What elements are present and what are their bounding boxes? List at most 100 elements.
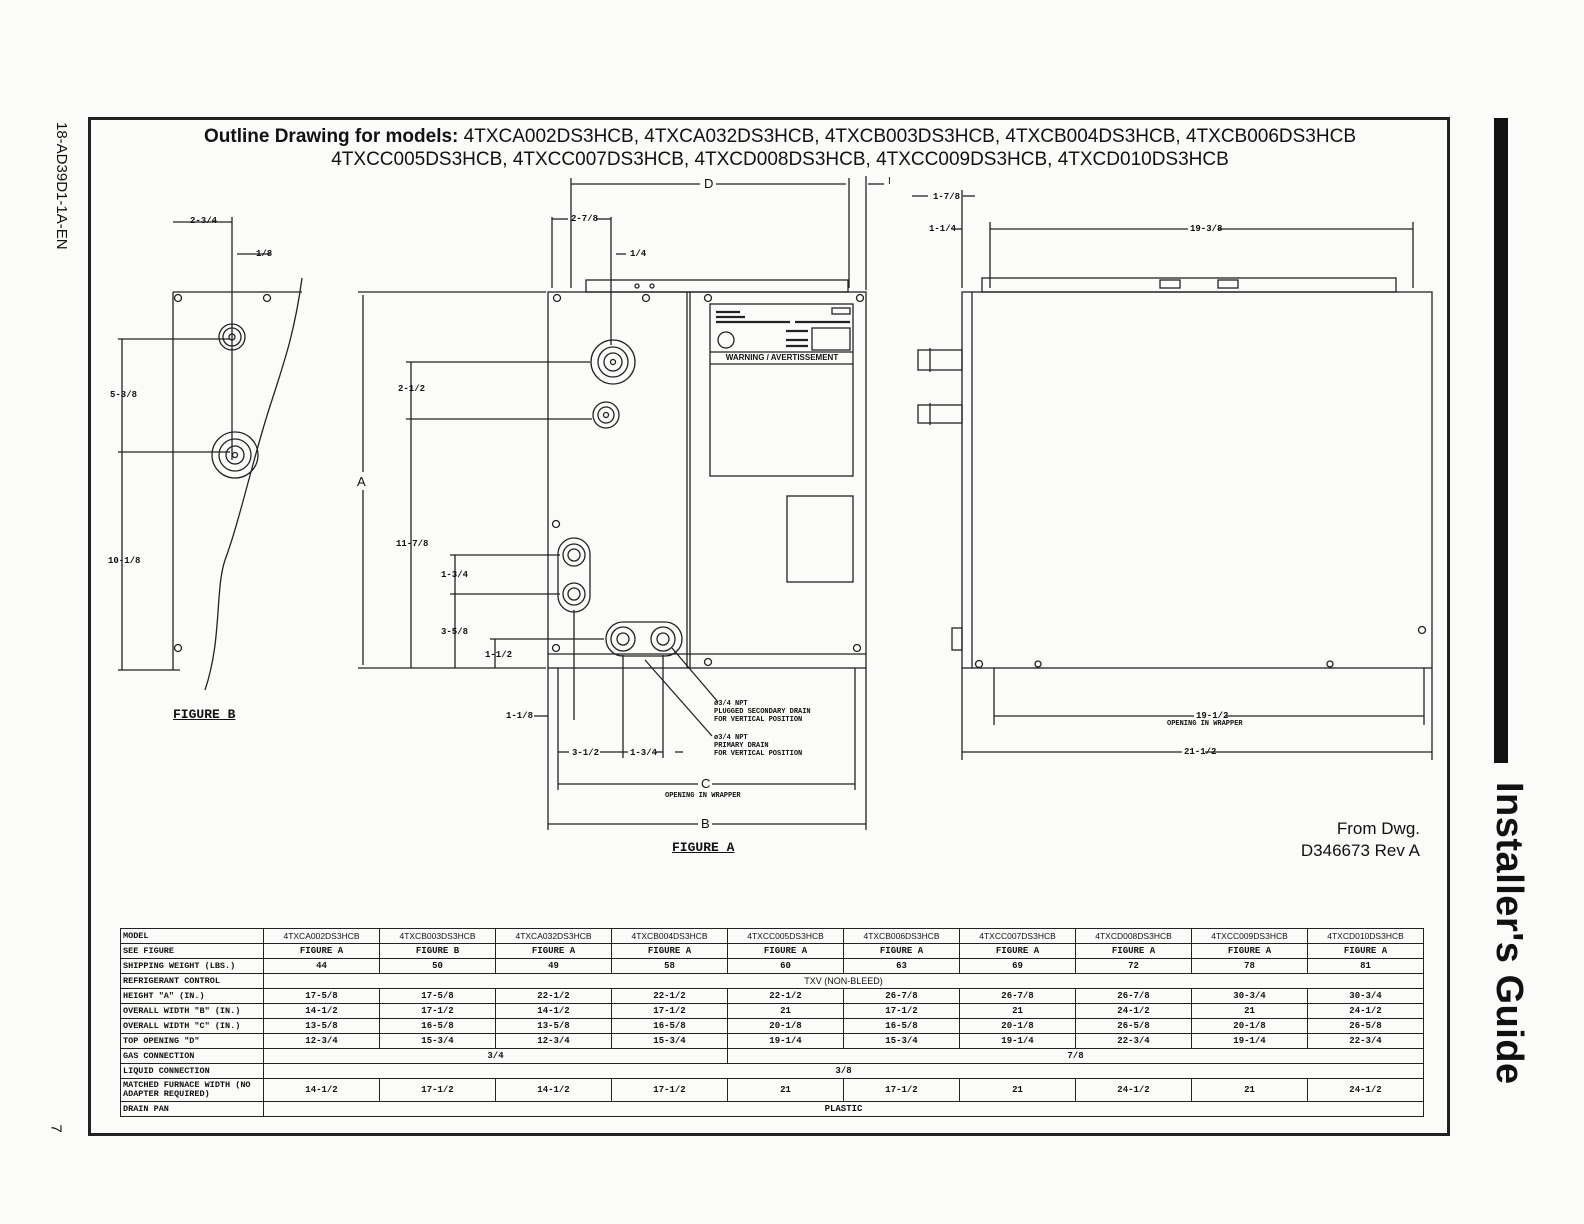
table-cell: FIGURE A [611,943,728,959]
page-title: Outline Drawing for models: 4TXCA002DS3H… [180,125,1380,171]
table-row-see-figure: SEE FIGURE FIGURE A FIGURE B FIGURE A FI… [120,943,1424,959]
model-header: MODEL [120,928,264,944]
table-cell: 17-1/2 [611,1078,728,1102]
table-cell: 26-5/8 [1307,1018,1424,1034]
table-cell: FIGURE A [1307,943,1424,959]
table-cell: 81 [1307,958,1424,974]
dim-21-1-2: 21-1/2 [1184,747,1217,757]
drawing-reference: From Dwg. D346673 Rev A [1270,818,1420,862]
dim-2-7-8: 2-7/8 [571,214,599,224]
model-cell: 4TXCB006DS3HCB [843,928,960,944]
table-cell: 16-5/8 [379,1018,496,1034]
table-cell: 22-1/2 [611,988,728,1004]
model-cell: 4TXCD010DS3HCB [1307,928,1424,944]
table-cell: 3/4 [263,1048,728,1064]
table-row-liquid-connection: LIQUID CONNECTION 3/8 [120,1063,1424,1079]
figure-b-drawing [118,217,303,691]
model-cell: 4TXCB004DS3HCB [611,928,728,944]
table-cell: 13-5/8 [495,1018,612,1034]
row-label: REFRIGERANT CONTROL [120,973,264,989]
table-cell: 16-5/8 [611,1018,728,1034]
row-label: OVERALL WIDTH "C" (IN.) [120,1018,264,1034]
table-row-width-c: OVERALL WIDTH "C" (IN.) 13-5/8 16-5/8 13… [120,1018,1424,1034]
warning-label: WARNING / AVERTISSEMENT [725,353,839,362]
dim-1-8: 1/8 [256,249,273,259]
table-cell: 24-1/2 [1307,1003,1424,1019]
from-dwg-line1: From Dwg. [1336,819,1420,838]
secondary-drain-note: ø3/4 NPT PLUGGED SECONDARY DRAIN FOR VER… [714,700,811,724]
table-cell: 22-3/4 [1075,1033,1192,1049]
table-row-furnace-width: MATCHED FURNACE WIDTH (NO ADAPTER REQUIR… [120,1078,1424,1102]
table-cell: 21 [1191,1078,1308,1102]
table-cell: 24-1/2 [1307,1078,1424,1102]
table-cell: 50 [379,958,496,974]
model-cell: 4TXCC007DS3HCB [959,928,1076,944]
row-label: MATCHED FURNACE WIDTH (NO ADAPTER REQUIR… [120,1078,264,1102]
table-cell: 17-1/2 [379,1003,496,1019]
dim-3-5-8: 3-5/8 [441,627,469,637]
table-cell: FIGURE A [959,943,1076,959]
model-cell: 4TXCD008DS3HCB [1075,928,1192,944]
row-label: OVERALL WIDTH "B" (IN.) [120,1003,264,1019]
model-cell: 4TXCB003DS3HCB [379,928,496,944]
figure-b-label: FIGURE B [173,707,236,722]
table-cell: 21 [1191,1003,1308,1019]
table-cell: 14-1/2 [263,1078,380,1102]
dim-1-1-8: 1-1/8 [506,711,534,721]
from-dwg-line2: D346673 Rev A [1300,841,1420,860]
model-cell: 4TXCC009DS3HCB [1191,928,1308,944]
dim-letter-i: I [888,176,891,187]
figure-a-front-drawing [358,176,884,830]
table-cell: 3/8 [263,1063,1424,1079]
table-cell: 14-1/2 [263,1003,380,1019]
table-cell: FIGURE A [727,943,844,959]
table-cell: 30-3/4 [1191,988,1308,1004]
dim-1-3-4: 1-3/4 [441,570,469,580]
table-cell: 26-7/8 [1075,988,1192,1004]
title-line1: 4TXCA002DS3HCB, 4TXCA032DS3HCB, 4TXCB003… [463,126,1356,147]
table-row-height: HEIGHT "A" (IN.) 17-5/8 17-5/8 22-1/2 22… [120,988,1424,1004]
dim-letter-d: D [704,176,714,191]
table-cell: 69 [959,958,1076,974]
table-cell: 30-3/4 [1307,988,1424,1004]
dim-11-7-8: 11-7/8 [396,539,429,549]
table-cell: 20-1/8 [727,1018,844,1034]
table-cell: FIGURE B [379,943,496,959]
table-cell: 21 [959,1003,1076,1019]
table-cell: 19-1/4 [959,1033,1076,1049]
table-cell: 72 [1075,958,1192,974]
dim-1-1-4: 1-1/4 [929,224,957,234]
model-cell: 4TXCA002DS3HCB [263,928,380,944]
table-cell: 26-7/8 [959,988,1076,1004]
dim-2-1-2: 2-1/2 [398,384,426,394]
table-row-model: MODEL 4TXCA002DS3HCB 4TXCB003DS3HCB 4TXC… [120,928,1424,944]
table-cell: 63 [843,958,960,974]
table-cell: 20-1/8 [1191,1018,1308,1034]
row-label: TOP OPENING "D" [120,1033,264,1049]
table-cell: 22-1/2 [727,988,844,1004]
table-cell: 17-1/2 [611,1003,728,1019]
row-label: HEIGHT "A" (IN.) [120,988,264,1004]
dim-letter-b: B [701,816,710,831]
table-cell: 7/8 [727,1048,1424,1064]
table-cell: 58 [611,958,728,974]
table-cell: 21 [959,1078,1076,1102]
opening-in-wrapper-front: OPENING IN WRAPPER [665,792,741,800]
table-cell: 26-7/8 [843,988,960,1004]
table-cell: 12-3/4 [263,1033,380,1049]
table-cell: 44 [263,958,380,974]
row-label: DRAIN PAN [120,1101,264,1117]
table-cell: 49 [495,958,612,974]
dim-10-1-8: 10-1/8 [108,556,141,566]
primary-drain-note: ø3/4 NPT PRIMARY DRAIN FOR VERTICAL POSI… [714,734,803,758]
table-cell: 17-1/2 [379,1078,496,1102]
table-row-gas-connection: GAS CONNECTION 3/4 7/8 [120,1048,1424,1064]
dim-5-3-8: 5-3/8 [110,390,138,400]
dim-19-3-8: 19-3/8 [1190,224,1223,234]
table-cell: FIGURE A [495,943,612,959]
table-cell: FIGURE A [1191,943,1308,959]
dim-1-4: 1/4 [630,249,647,259]
model-cell: 4TXCA032DS3HCB [495,928,612,944]
table-cell: 21 [727,1003,844,1019]
